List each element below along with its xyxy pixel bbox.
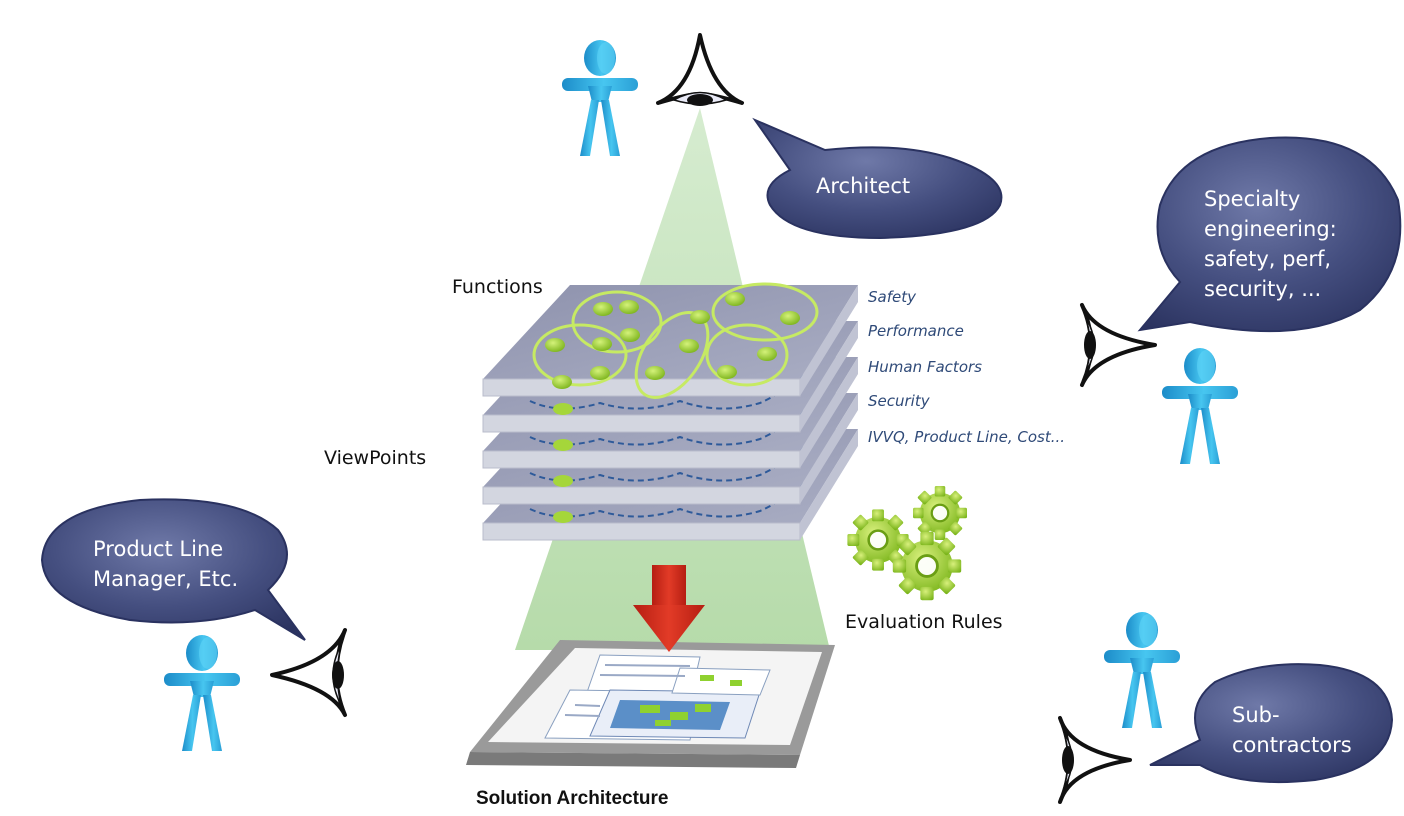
specialty-person-icon (1162, 348, 1238, 464)
architect-person-icon (562, 40, 638, 156)
viewpoint-layer-stack (482, 285, 858, 541)
product-line-bubble-line-2: Manager, Etc. (93, 567, 238, 591)
product-line-bubble-line-1: Product Line (93, 537, 223, 561)
layer-label-1: Performance (868, 322, 964, 340)
function-node (592, 337, 612, 351)
specialty-bubble-line-1: Specialty (1204, 187, 1300, 211)
function-node (717, 365, 737, 379)
function-node (593, 302, 613, 316)
evaluation-rules-label: Evaluation Rules (845, 611, 1003, 633)
solution-architecture-label: Solution Architecture (476, 788, 668, 809)
solution-architecture-board (466, 640, 835, 768)
functions-label: Functions (452, 276, 543, 298)
specialty-bubble-line-3: safety, perf, (1204, 247, 1331, 271)
architecture-thumbnail (544, 654, 771, 741)
specialty-bubble-line-2: engineering: (1204, 217, 1337, 241)
architect-eye-icon (656, 33, 744, 106)
specialty-eye-icon (1080, 303, 1157, 387)
function-node (590, 366, 610, 380)
function-node (619, 300, 639, 314)
function-node (552, 375, 572, 389)
architect-speech-bubble: Architect (752, 117, 1003, 240)
layer-label-4: IVVQ, Product Line, Cost... (868, 428, 1065, 446)
gear-icon (846, 484, 969, 602)
layer-label-3: Security (868, 392, 931, 410)
function-node (679, 339, 699, 353)
product-line-eye-icon (270, 628, 347, 717)
specialty-bubble-line-4: security, ... (1204, 277, 1321, 301)
function-node (620, 328, 640, 342)
layer-labels: Safety Performance Human Factors Securit… (868, 288, 1065, 446)
function-node (645, 366, 665, 380)
specialty-speech-bubble: Specialty engineering: safety, perf, sec… (1137, 136, 1402, 333)
function-node (757, 347, 777, 361)
product-line-person-icon (164, 635, 240, 751)
function-nodes (545, 292, 800, 389)
architect-bubble-text: Architect (816, 174, 910, 198)
subcontractors-eye-icon (1058, 716, 1132, 804)
down-arrow-icon (633, 565, 705, 652)
subcontractors-speech-bubble: Sub- contractors (1149, 663, 1394, 784)
function-node (690, 310, 710, 324)
function-node (725, 292, 745, 306)
product-line-speech-bubble: Product Line Manager, Etc. (40, 498, 306, 641)
subcontractors-bubble-line-2: contractors (1232, 733, 1352, 757)
viewpoints-label: ViewPoints (324, 447, 426, 469)
layer-label-2: Human Factors (868, 358, 982, 376)
layer-label-0: Safety (868, 288, 917, 306)
function-node (780, 311, 800, 325)
functions-layer-detail (532, 282, 819, 399)
function-node (545, 338, 565, 352)
subcontractors-bubble-line-1: Sub- (1232, 703, 1280, 727)
subcontractors-person-icon (1104, 612, 1180, 728)
